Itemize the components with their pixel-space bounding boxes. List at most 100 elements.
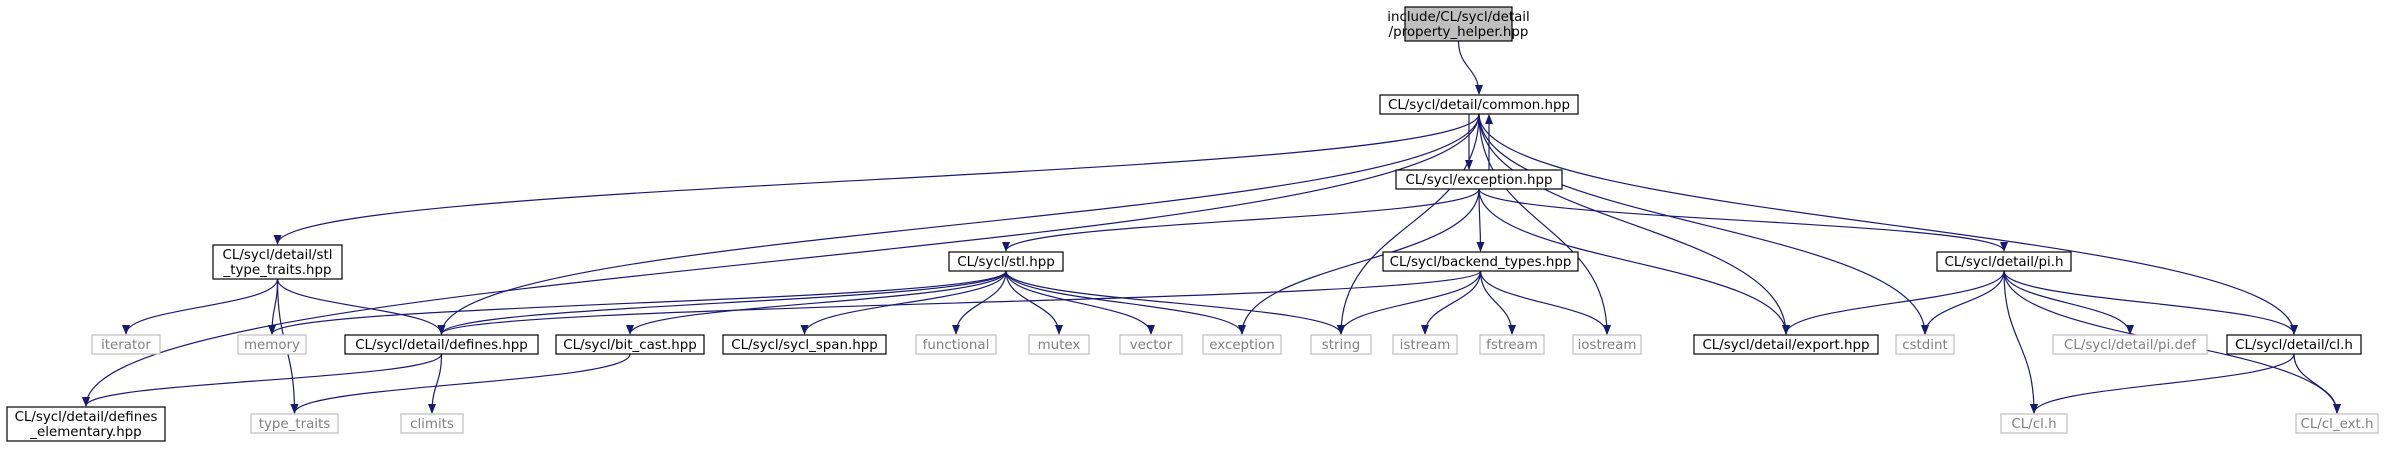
node-box-stl[interactable]: [948, 251, 1064, 272]
node-label-type-traits-0: type_traits: [259, 417, 331, 432]
node-box-pi[interactable]: [1936, 251, 2072, 272]
edge-stl-to-mutex: [1005, 270, 1063, 335]
node-vector: vector: [1119, 334, 1183, 355]
edge-bit-cast-to-type-traits: [290, 353, 631, 414]
node-label-iterator-0: iterator: [101, 338, 151, 353]
node-type-traits: type_traits: [250, 413, 339, 434]
node-box-climits: [400, 413, 464, 434]
node-cstdint: cstdint: [1895, 334, 1955, 355]
node-label-istream-0: istream: [1400, 338, 1451, 353]
edge-exception-to-pi: [1478, 188, 2008, 252]
edge-common-to-export: [1478, 113, 1790, 335]
node-common[interactable]: CL/sycl/detail/common.hpp: [1379, 94, 1579, 115]
node-label-common-0: CL/sycl/detail/common.hpp: [1388, 98, 1570, 113]
edge-backend-types-to-string: [1337, 270, 1482, 335]
node-cl-ext: CL/cl_ext.h: [2295, 413, 2379, 434]
node-label-string-0: string: [1322, 338, 1360, 353]
node-label-iostream-0: iostream: [1578, 338, 1637, 353]
edge-exception-to-backend-types: [1476, 188, 1485, 252]
node-label-pi-def-0: CL/sycl/detail/pi.def: [2064, 338, 2196, 353]
node-box-export[interactable]: [1693, 334, 1879, 355]
node-istream: istream: [1392, 334, 1458, 355]
node-bit-cast[interactable]: CL/sycl/bit_cast.hpp: [555, 334, 705, 355]
node-iostream: iostream: [1572, 334, 1642, 355]
edge-backend-types-to-fstream: [1479, 270, 1516, 335]
node-label-fstream-0: fstream: [1486, 338, 1538, 353]
node-box-sycl-span[interactable]: [722, 334, 887, 355]
edge-common-to-stl-type-traits: [273, 113, 1480, 245]
node-stl-type-traits[interactable]: CL/sycl/detail/stl_type_traits.hpp: [212, 244, 343, 280]
node-label-sycl-span-0: CL/sycl/sycl_span.hpp: [731, 338, 877, 353]
node-box-type-traits: [250, 413, 339, 434]
node-defines[interactable]: CL/sycl/detail/defines.hpp: [344, 334, 539, 355]
node-pi[interactable]: CL/sycl/detail/pi.h: [1936, 251, 2072, 272]
edge-common-to-cstdint: [1478, 113, 1929, 335]
node-iterator: iterator: [91, 334, 161, 355]
node-box-iostream: [1572, 334, 1642, 355]
node-pi-def: CL/sycl/detail/pi.def: [2052, 334, 2208, 355]
node-box-defines-elementary[interactable]: [6, 406, 166, 442]
edge-stl-to-defines: [437, 270, 1007, 335]
node-box-defines[interactable]: [344, 334, 539, 355]
edge-cl-hpp-to-cl-h: [2030, 353, 2295, 414]
node-box-root[interactable]: [1404, 6, 1513, 42]
node-box-functional: [915, 334, 997, 355]
edge-pi-to-cl-h: [2003, 270, 2038, 414]
node-mutex: mutex: [1028, 334, 1090, 355]
edge-common-to-string: [1337, 113, 1480, 335]
node-label-backend-types-0: CL/sycl/backend_types.hpp: [1390, 255, 1572, 270]
edge-pi-to-cl-hpp: [2003, 270, 2298, 335]
edge-stl-to-exception-std: [1005, 270, 1246, 335]
node-label-stl-type-traits-0: CL/sycl/detail/stl: [223, 248, 333, 263]
node-box-iterator: [91, 334, 161, 355]
node-sycl-span[interactable]: CL/sycl/sycl_span.hpp: [722, 334, 887, 355]
edge-stl-to-functional: [952, 270, 1007, 335]
edge-stl-type-traits-to-iterator: [122, 278, 279, 335]
node-backend-types[interactable]: CL/sycl/backend_types.hpp: [1382, 251, 1579, 272]
node-box-backend-types[interactable]: [1382, 251, 1579, 272]
node-box-cstdint: [1895, 334, 1955, 355]
edge-defines-to-defines-elementary: [82, 353, 443, 407]
node-label-stl-0: CL/sycl/stl.hpp: [957, 255, 1055, 270]
node-label-climits-0: climits: [410, 417, 454, 432]
dependency-nodes: include/CL/sycl/detail/property_helper.h…: [6, 6, 2379, 442]
node-cl-hpp[interactable]: CL/sycl/detail/cl.h: [2226, 334, 2362, 355]
node-box-cl-h: [2000, 413, 2068, 434]
node-climits: climits: [400, 413, 464, 434]
edge-root-to-common: [1457, 40, 1483, 95]
node-label-functional-0: functional: [923, 338, 990, 353]
node-box-cl-ext: [2295, 413, 2379, 434]
node-label-exception-std-0: exception: [1209, 338, 1274, 353]
node-label-bit-cast-0: CL/sycl/bit_cast.hpp: [563, 338, 697, 353]
node-root[interactable]: include/CL/sycl/detail/property_helper.h…: [1387, 6, 1530, 42]
node-label-defines-0: CL/sycl/detail/defines.hpp: [355, 338, 528, 353]
node-box-bit-cast[interactable]: [555, 334, 705, 355]
edge-cl-hpp-to-cl-ext: [2293, 353, 2341, 414]
edge-common-to-iostream: [1478, 113, 1611, 335]
edge-stl-to-sycl-span: [800, 270, 1007, 335]
edge-exception-to-stl: [1002, 188, 1480, 252]
edge-common-to-cl-hpp: [1478, 113, 2298, 335]
node-stl[interactable]: CL/sycl/stl.hpp: [948, 251, 1064, 272]
edge-exception-to-export: [1478, 188, 1790, 335]
node-exception-std: exception: [1202, 334, 1282, 355]
edge-backend-types-to-istream: [1421, 270, 1482, 335]
node-label-memory-0: memory: [244, 338, 300, 353]
node-label-mutex-0: mutex: [1038, 338, 1081, 353]
node-box-stl-type-traits[interactable]: [212, 244, 343, 280]
node-box-cl-hpp[interactable]: [2226, 334, 2362, 355]
node-box-common[interactable]: [1379, 94, 1579, 115]
node-memory: memory: [237, 334, 307, 355]
node-exception[interactable]: CL/sycl/exception.hpp: [1395, 169, 1563, 190]
node-fstream: fstream: [1479, 334, 1545, 355]
edge-backend-types-to-iostream: [1479, 270, 1611, 335]
node-box-fstream: [1479, 334, 1545, 355]
node-string: string: [1310, 334, 1372, 355]
node-box-istream: [1392, 334, 1458, 355]
node-label-stl-type-traits-1: _type_traits.hpp: [223, 263, 332, 278]
node-functional: functional: [915, 334, 997, 355]
node-box-exception[interactable]: [1395, 169, 1563, 190]
node-defines-elementary[interactable]: CL/sycl/detail/defines_elementary.hpp: [6, 406, 166, 442]
node-export[interactable]: CL/sycl/detail/export.hpp: [1693, 334, 1879, 355]
